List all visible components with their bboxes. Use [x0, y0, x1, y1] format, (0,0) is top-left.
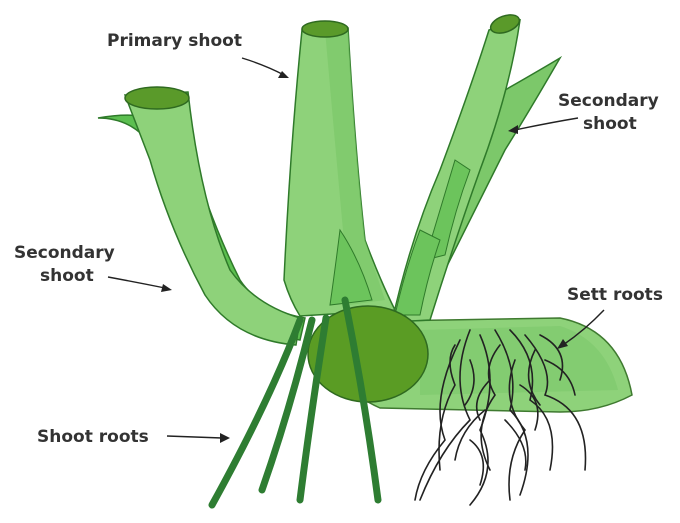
left-shoot-cut-face: [125, 87, 189, 109]
label-secondary-shoot-right-line1: Secondary: [558, 91, 659, 111]
label-shoot-roots: Shoot roots: [37, 427, 149, 447]
arrowhead-secondary-shoot-left: [161, 284, 172, 292]
label-sett-roots: Sett roots: [567, 285, 663, 305]
label-primary-shoot: Primary shoot: [107, 31, 242, 51]
arrow-shoot-roots: [167, 436, 222, 438]
arrow-secondary-shoot-left: [108, 277, 165, 288]
label-secondary-shoot-right-line2: shoot: [583, 114, 637, 134]
primary-shoot-cut-face: [302, 21, 348, 37]
arrow-primary-shoot: [242, 58, 284, 75]
label-secondary-shoot-left-line1: Secondary: [14, 243, 115, 263]
label-secondary-shoot-left-line2: shoot: [40, 266, 94, 286]
arrowhead-shoot-roots: [220, 433, 230, 443]
arrow-secondary-shoot-right: [515, 118, 578, 130]
left-secondary-stalk: [125, 92, 300, 345]
